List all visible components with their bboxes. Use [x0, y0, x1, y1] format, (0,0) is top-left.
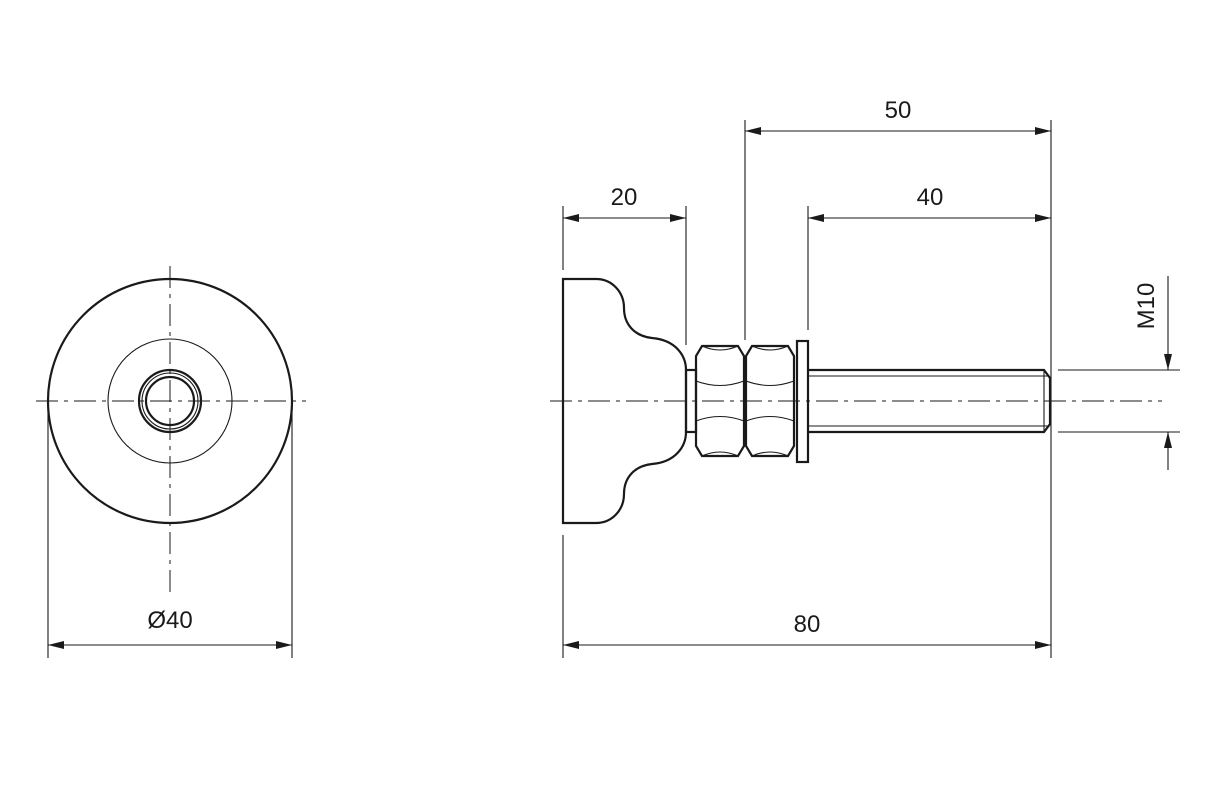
- dim-label-20: 20: [611, 184, 638, 211]
- dim-label-80: 80: [794, 611, 821, 638]
- dim-label-50: 50: [885, 97, 912, 124]
- hex-nut-2: [744, 344, 796, 458]
- dim-label-40: 40: [917, 184, 944, 211]
- front-view: Ø40: [36, 266, 306, 658]
- diameter-label: Ø40: [147, 607, 192, 634]
- side-view: 50 20 40 80 M10: [550, 97, 1180, 658]
- dim-label-m10: M10: [1133, 283, 1160, 330]
